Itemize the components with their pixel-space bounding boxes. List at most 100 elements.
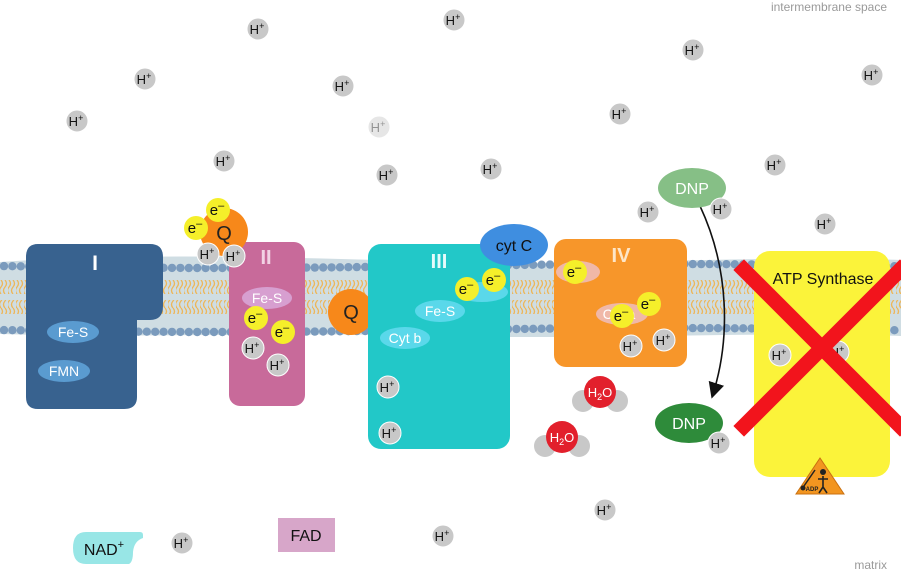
phospholipid-head xyxy=(176,327,185,337)
phospholipid-head xyxy=(361,262,370,272)
proton: H+ xyxy=(652,328,676,352)
proton-label: H+ xyxy=(623,338,638,354)
electron-label: e– xyxy=(188,218,203,237)
proton: H+ xyxy=(241,336,265,360)
electron: e– xyxy=(610,304,634,328)
proton-label: H+ xyxy=(216,153,231,169)
electron-label: e– xyxy=(614,306,629,325)
proton: H+ xyxy=(266,353,290,377)
phospholipid-head xyxy=(520,324,529,334)
ubiquinone-membrane[interactable]: Q xyxy=(328,289,374,335)
phospholipid-head xyxy=(193,263,202,273)
phospholipid-head xyxy=(209,327,219,337)
ubiquinone-top-label: Q xyxy=(216,223,232,245)
phospholipid-head xyxy=(184,263,193,273)
phospholipid-head xyxy=(159,327,168,336)
proton: H+ xyxy=(431,524,455,548)
proton: H+ xyxy=(479,157,503,181)
electron-label: e– xyxy=(248,308,263,327)
phospholipid-head xyxy=(722,260,731,269)
dnp-protonated[interactable]: DNP xyxy=(658,168,726,208)
proton: H+ xyxy=(813,212,837,236)
phospholipid-head xyxy=(16,326,25,335)
cyt-b-cofactor xyxy=(380,327,430,349)
electron-label: e– xyxy=(567,262,582,281)
proton: H+ xyxy=(608,102,632,126)
phospholipid-head xyxy=(697,323,706,333)
proton: H+ xyxy=(65,109,89,133)
nad-plus[interactable]: NAD+ xyxy=(73,532,143,564)
phospholipid-head xyxy=(193,327,202,337)
proton-label: H+ xyxy=(335,78,350,94)
adp-label: ADP xyxy=(806,487,819,493)
proton: H+ xyxy=(133,67,157,91)
electron: e– xyxy=(271,320,295,344)
proton: H+ xyxy=(376,375,400,399)
proton-label: H+ xyxy=(245,340,260,356)
phospholipid-head xyxy=(705,259,714,269)
phospholipid-head xyxy=(537,324,546,333)
proton: H+ xyxy=(763,153,787,177)
proton-label: H+ xyxy=(772,347,787,363)
electron: e– xyxy=(455,277,479,301)
water-molecule[interactable]: H2O xyxy=(572,376,628,412)
dnp-transport-arrow xyxy=(699,205,726,399)
phospholipid-head xyxy=(201,327,210,337)
phospholipid-head xyxy=(8,262,17,271)
electron: e– xyxy=(482,268,506,292)
complex-2-fe-s-label: Fe-S xyxy=(252,290,282,306)
phospholipid-head xyxy=(310,263,319,272)
proton-label: H+ xyxy=(864,67,879,83)
proton-label: H+ xyxy=(817,216,832,232)
proton: H+ xyxy=(681,38,705,62)
phospholipid-head xyxy=(209,263,219,273)
dnp-top-label: DNP xyxy=(675,181,709,198)
warning-icon: ADP xyxy=(795,457,845,495)
proton: H+ xyxy=(170,531,194,555)
phospholipid-head xyxy=(697,259,706,269)
matrix-label: matrix xyxy=(854,558,887,572)
phospholipid-head xyxy=(537,260,546,269)
complex-1-fe-s-label: Fe-S xyxy=(58,324,88,340)
phospholipid-head xyxy=(335,263,345,272)
water-label: H2O xyxy=(588,385,613,402)
electron: e– xyxy=(637,292,661,316)
phospholipid-head xyxy=(688,323,697,333)
cytochrome-c[interactable]: cyt C xyxy=(480,224,548,266)
fe-s-cluster-2 xyxy=(242,287,292,309)
proton: H+ xyxy=(593,498,617,522)
phospholipid-head xyxy=(184,327,193,337)
proton: H+ xyxy=(709,197,733,221)
dnp-deprotonated[interactable]: DNP xyxy=(655,403,723,443)
protons: H+ H+ H+ H+ H+ H+ H+ H+ H+ H+ H+ H+ H+ H+ H+ H+ H+ H+ H+ H+… xyxy=(65,8,884,555)
cytochrome-c-label: cyt C xyxy=(496,238,532,255)
proton: H+ xyxy=(331,74,355,98)
phospholipid-head xyxy=(0,325,9,335)
proton: H+ xyxy=(619,334,643,358)
phospholipid-head xyxy=(310,327,319,336)
proton-label: H+ xyxy=(640,204,655,220)
intermembrane-space-label: intermembrane space xyxy=(770,0,887,14)
electron-label: e– xyxy=(486,270,501,289)
water-label: H2O xyxy=(550,430,575,447)
proton-label: H+ xyxy=(767,157,782,173)
complex-1-fmn-label: FMN xyxy=(49,363,79,379)
complex-2-title: II xyxy=(260,247,271,269)
water-molecule[interactable]: H2O xyxy=(534,421,590,457)
phospholipid-head xyxy=(890,326,899,335)
proton-label: H+ xyxy=(711,435,726,451)
proton-label: H+ xyxy=(382,425,397,441)
complex-1[interactable]: I Fe-S FMN xyxy=(26,244,163,409)
fe-s-cluster-3 xyxy=(415,300,465,322)
proton: H+ xyxy=(196,242,220,266)
phospholipid-head xyxy=(218,263,227,273)
phospholipid-head xyxy=(747,324,756,333)
complex-2[interactable]: II Fe-S xyxy=(229,242,305,406)
phospholipid-head xyxy=(167,327,177,337)
fad[interactable]: FAD xyxy=(278,518,335,552)
electron-label: e– xyxy=(641,294,656,313)
proton-label: H+ xyxy=(483,161,498,177)
phospholipid-head xyxy=(167,263,177,273)
phospholipid-head xyxy=(8,326,17,335)
